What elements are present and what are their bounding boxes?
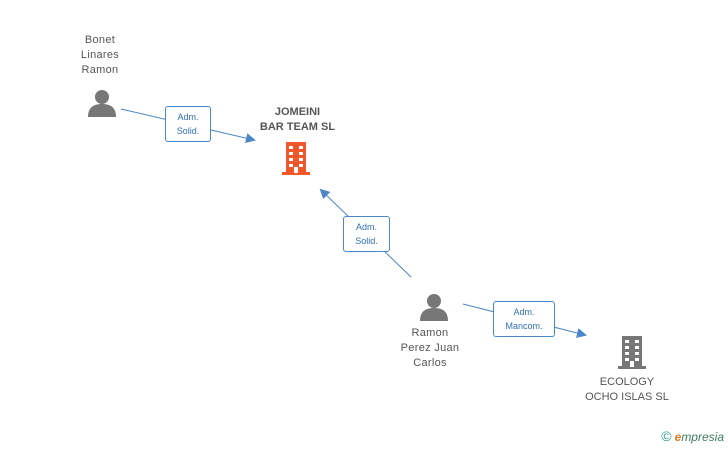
edge-label-ramon-jomeini: Adm. Solid. (343, 216, 390, 252)
edge-label-line: Mancom. (505, 321, 543, 331)
company-name-line: ECOLOGY (599, 376, 655, 388)
building-icon[interactable] (280, 141, 312, 176)
company-name-line: BAR TEAM SL (259, 121, 336, 133)
person-name-line: Perez Juan (400, 342, 460, 354)
brand-name: empresia (675, 430, 724, 444)
edge-label-ramon-ecology: Adm. Mancom. (493, 301, 555, 337)
person-name-line: Linares (80, 49, 120, 61)
edge-label-line: Adm. (513, 307, 535, 317)
building-icon[interactable] (616, 335, 648, 370)
brand-initial: e (674, 430, 682, 444)
person-icon[interactable] (87, 88, 117, 118)
edge-label-bonet-jomeini: Adm. Solid. (165, 106, 211, 142)
edge-label-line: Solid. (176, 126, 200, 136)
company-name-line: OCHO ISLAS SL (585, 391, 669, 403)
edge-label-line: Adm. (177, 112, 199, 122)
person-name-line: Carlos (413, 357, 447, 369)
empresia-logo[interactable]: ©empresia (661, 428, 724, 444)
company-label-jomeini[interactable]: JOMEINI BAR TEAM SL (245, 105, 350, 135)
brand-rest: mpresia (681, 430, 724, 444)
person-name-line: Ramon (411, 327, 449, 339)
company-label-ecology[interactable]: ECOLOGY OCHO ISLAS SL (577, 375, 677, 405)
person-icon[interactable] (419, 292, 449, 322)
person-name-line: Ramon (81, 64, 119, 76)
edge-label-line: Solid. (355, 236, 378, 246)
company-name-line: JOMEINI (274, 106, 321, 118)
person-label-bonet: Bonet Linares Ramon (60, 33, 140, 78)
person-label-ramon: Ramon Perez Juan Carlos (385, 326, 475, 371)
person-name-line: Bonet (84, 34, 116, 46)
copyright-icon: © (661, 428, 672, 444)
edge-label-line: Adm. (355, 222, 377, 232)
